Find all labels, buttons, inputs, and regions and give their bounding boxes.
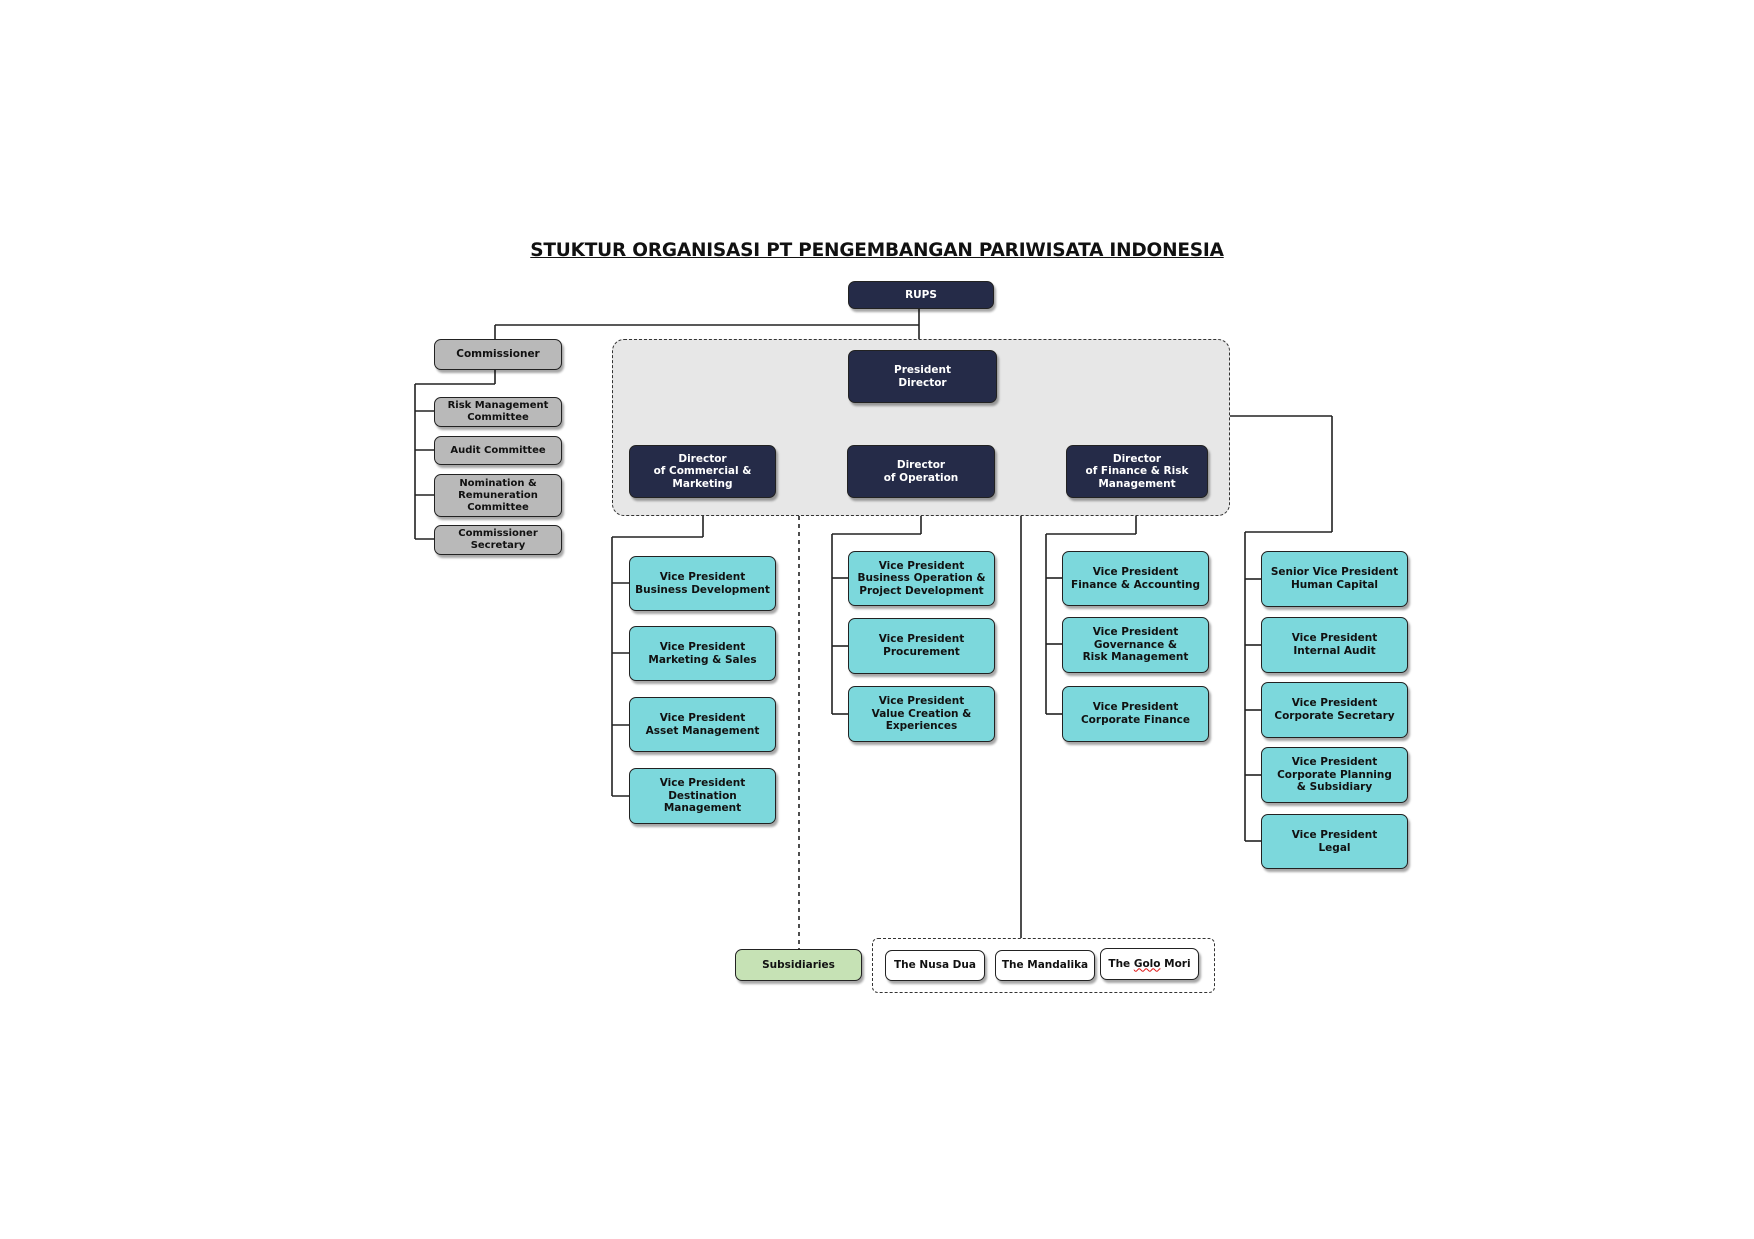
vp-business-development-box: Vice President Business Development (629, 556, 776, 611)
vp-governance-risk-management-box: Vice President Governance & Risk Managem… (1062, 617, 1209, 673)
vp-finance-accounting-box: Vice President Finance & Accounting (1062, 551, 1209, 606)
president-director-box: President Director (848, 350, 997, 403)
vp-internal-audit-box: Vice President Internal Audit (1261, 617, 1408, 673)
destinations-group (872, 938, 1215, 993)
golo-mori-word: Golo (1133, 957, 1161, 970)
vp-destination-management-box: Vice President Destination Management (629, 768, 776, 824)
vp-legal-box: Vice President Legal (1261, 814, 1408, 869)
vp-asset-management-box: Vice President Asset Management (629, 697, 776, 752)
nomination-remuneration-committee-box: Nomination & Remuneration Committee (434, 474, 562, 517)
the-golo-mori-box: The Golo Mori (1100, 948, 1199, 980)
director-finance-risk-box: Director of Finance & Risk Management (1066, 445, 1208, 498)
vp-corporate-secretary-box: Vice President Corporate Secretary (1261, 682, 1408, 738)
vp-marketing-sales-box: Vice President Marketing & Sales (629, 626, 776, 681)
rups-box: RUPS (848, 281, 994, 309)
the-mandalika-box: The Mandalika (995, 950, 1095, 981)
director-operation-box: Director of Operation (847, 445, 995, 498)
vp-procurement-box: Vice President Procurement (848, 618, 995, 674)
commissioner-box: Commissioner (434, 339, 562, 370)
audit-committee-box: Audit Committee (434, 436, 562, 465)
vp-value-creation-experiences-box: Vice President Value Creation & Experien… (848, 686, 995, 742)
vp-corporate-finance-box: Vice President Corporate Finance (1062, 686, 1209, 742)
golo-mori-prefix: The (1108, 957, 1134, 970)
chart-title: STUKTUR ORGANISASI PT PENGEMBANGAN PARIW… (530, 240, 1224, 261)
director-commercial-marketing-box: Director of Commercial & Marketing (629, 445, 776, 498)
vp-business-operation-project-development-box: Vice President Business Operation & Proj… (848, 551, 995, 606)
subsidiaries-box: Subsidiaries (735, 949, 862, 981)
vp-corporate-planning-subsidiary-box: Vice President Corporate Planning & Subs… (1261, 747, 1408, 803)
the-nusa-dua-box: The Nusa Dua (885, 950, 985, 981)
risk-management-committee-box: Risk Management Committee (434, 397, 562, 427)
svp-human-capital-box: Senior Vice President Human Capital (1261, 551, 1408, 607)
golo-mori-suffix: Mori (1160, 957, 1191, 970)
commissioner-secretary-box: Commissioner Secretary (434, 525, 562, 555)
